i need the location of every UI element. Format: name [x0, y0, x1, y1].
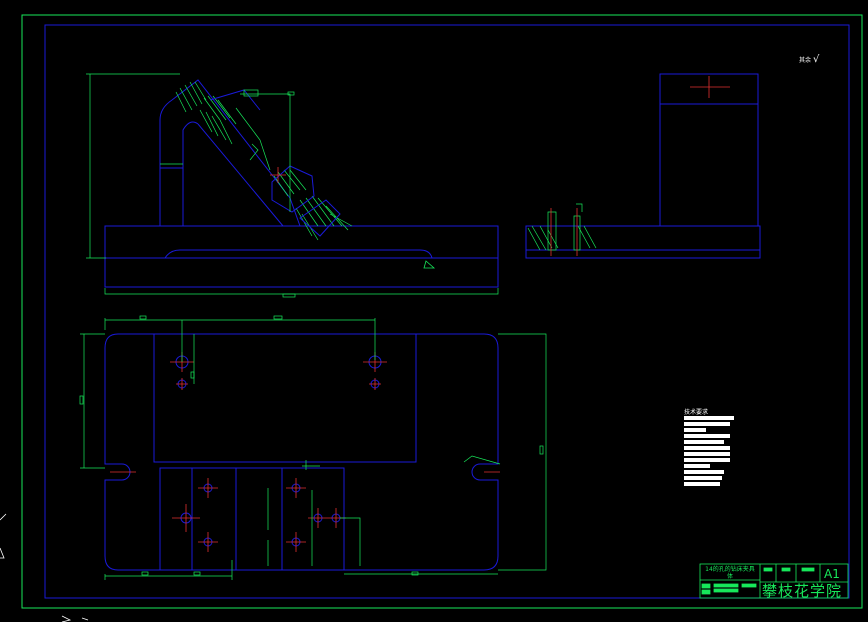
top-holes — [175, 355, 382, 547]
ucs-icon — [0, 513, 89, 622]
outer-border — [21, 14, 863, 609]
top-centerlines — [110, 352, 500, 552]
side-hatch — [527, 203, 597, 251]
top-view — [104, 333, 499, 571]
inner-border — [44, 24, 850, 599]
side-centerlines — [550, 76, 730, 256]
surface-finish-label: 其余 — [799, 57, 812, 64]
finish-symbol-icon: √ — [812, 54, 820, 65]
section-hatch-front — [175, 81, 353, 241]
top-dimensions — [79, 315, 547, 580]
title-block-sheet-size: A1 — [824, 567, 840, 581]
title-block-part-name: 14的孔的钻床夹具体 — [705, 566, 755, 580]
front-centerlines — [270, 167, 436, 269]
title-block-school: 攀枝花学院 — [762, 582, 843, 600]
front-view — [104, 79, 499, 288]
side-view — [525, 73, 761, 259]
front-dimensions — [86, 73, 499, 298]
technical-requirements-heading: 技术要求 — [684, 409, 709, 416]
title-block — [699, 563, 849, 599]
technical-notes-lines — [684, 416, 734, 486]
surface-finish-note: 其余 √ — [799, 54, 819, 65]
front-cutouts — [209, 89, 341, 237]
